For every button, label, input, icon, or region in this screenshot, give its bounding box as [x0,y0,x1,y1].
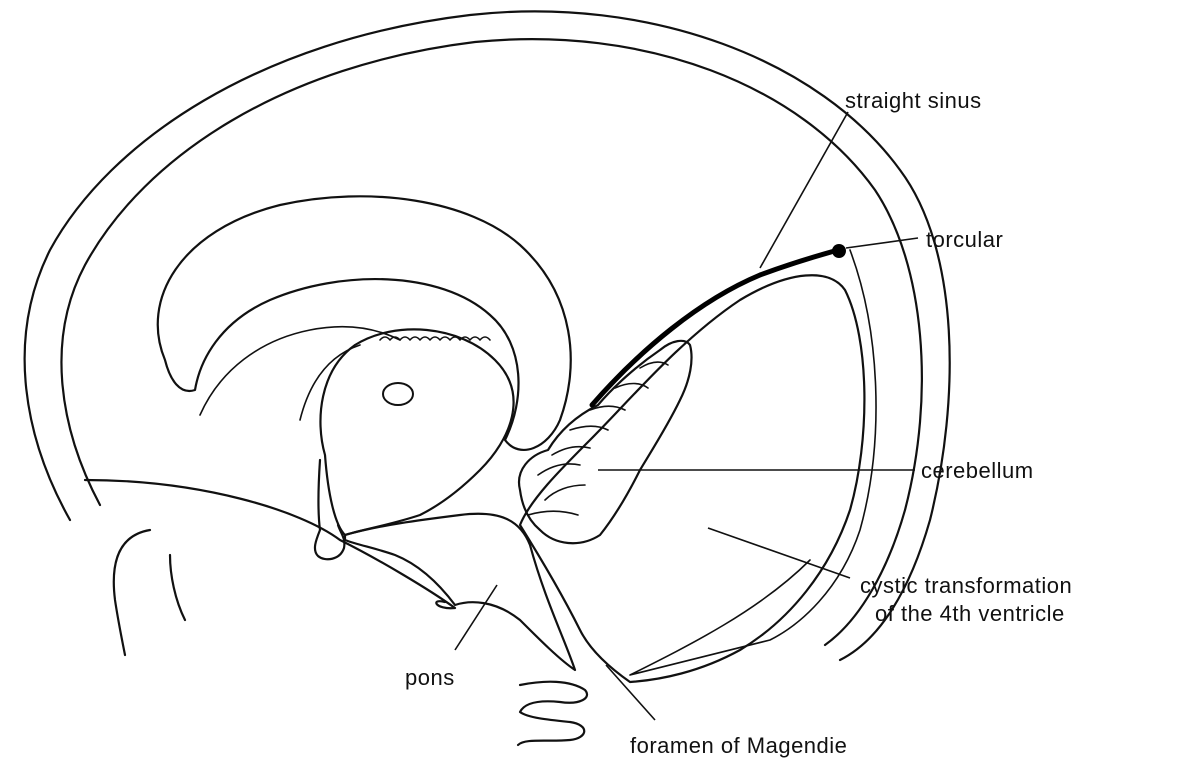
label-cystic-line1: cystic transformation [860,573,1072,598]
medulla-loops [518,682,587,745]
label-foramen: foramen of Magendie [630,733,847,758]
leader-pons [455,585,497,650]
label-torcular: torcular [926,227,1003,252]
leader-foramen [606,665,655,720]
leader-cystic [708,528,850,578]
skull-base-left [114,530,185,655]
thalamus-region [320,329,513,535]
massa-intermedia [383,383,413,405]
label-straight-sinus: straight sinus [845,88,982,113]
skull-outer-contour [25,11,950,660]
fornix-line-inner [300,345,360,420]
dural-inner-line [630,250,876,675]
corpus-callosum [158,196,571,450]
straight-sinus [592,250,838,405]
occipital-base [85,480,455,608]
leader-straight-sinus [760,112,848,268]
fornix-line [200,327,400,415]
infundibulum [315,460,344,559]
cystic-fourth-ventricle [520,275,864,682]
label-pons: pons [405,665,455,690]
label-cystic-line2: of the 4th ventricle [875,601,1065,626]
skull-inner-contour [61,39,921,645]
brainstem-pons [345,514,575,670]
torcular [832,244,846,258]
label-cerebellum: cerebellum [921,458,1034,483]
leader-torcular [846,238,918,248]
